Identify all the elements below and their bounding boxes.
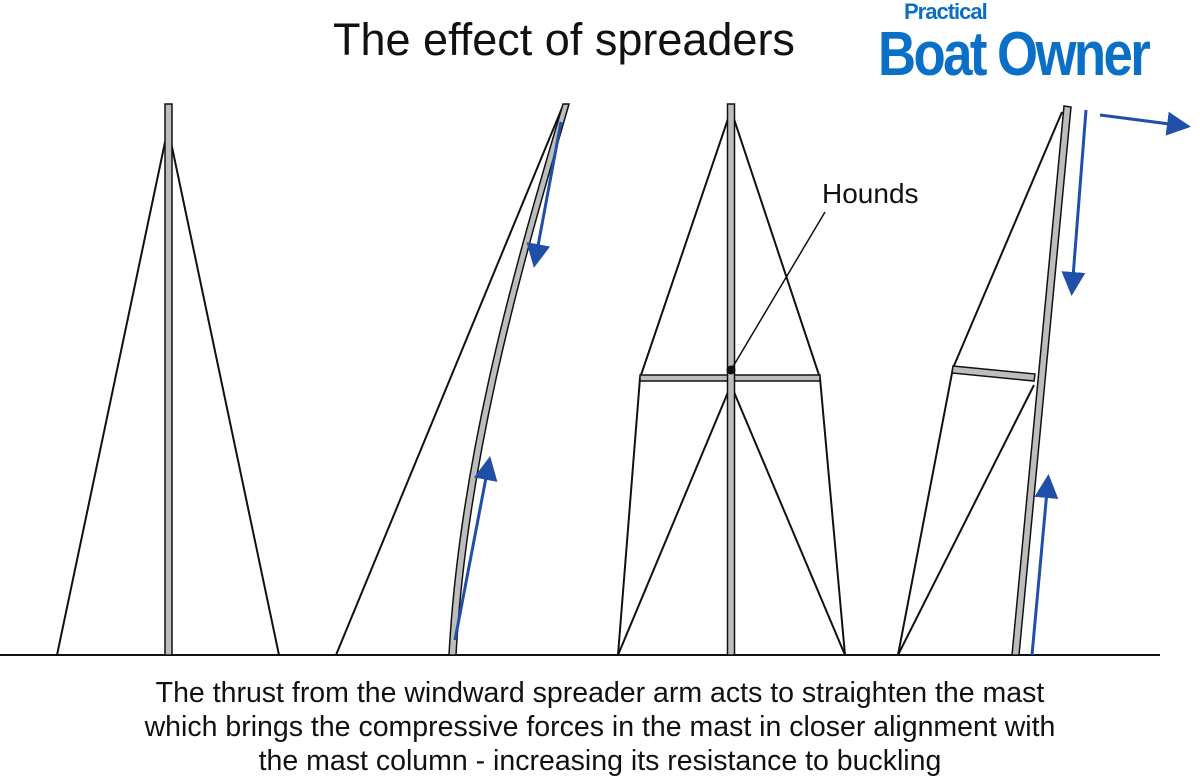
caption-line: The thrust from the windward spreader ar… [155,677,1045,709]
diagram-title: The effect of spreaders [333,14,795,65]
practical-boat-owner-logo: Practical Boat Owner [878,0,1196,86]
caption-line: which brings the compressive forces in t… [144,711,1056,743]
mast-2-bent [335,103,570,656]
mast-3-with-spreaders [617,103,846,656]
hounds-leader-line [730,211,826,371]
arrow-right-mast-4 [1099,111,1191,136]
arrow-down-mast-2 [526,121,563,268]
arrow-up-mast-2 [453,456,498,641]
logo-small-text: Practical [904,0,988,24]
caption-line: the mast column - increasing its resista… [258,745,942,777]
arrow-down-mast-4 [1061,109,1088,296]
hounds-label: Hounds [822,178,919,209]
hounds-point [726,365,736,375]
logo-big-text: Boat Owner [878,20,1151,89]
arrow-up-mast-4 [1030,474,1059,656]
mast-4-spreader-thrust [897,105,1072,656]
caption: The thrust from the windward spreader ar… [0,676,1200,778]
mast-1-unsupported [56,103,280,656]
